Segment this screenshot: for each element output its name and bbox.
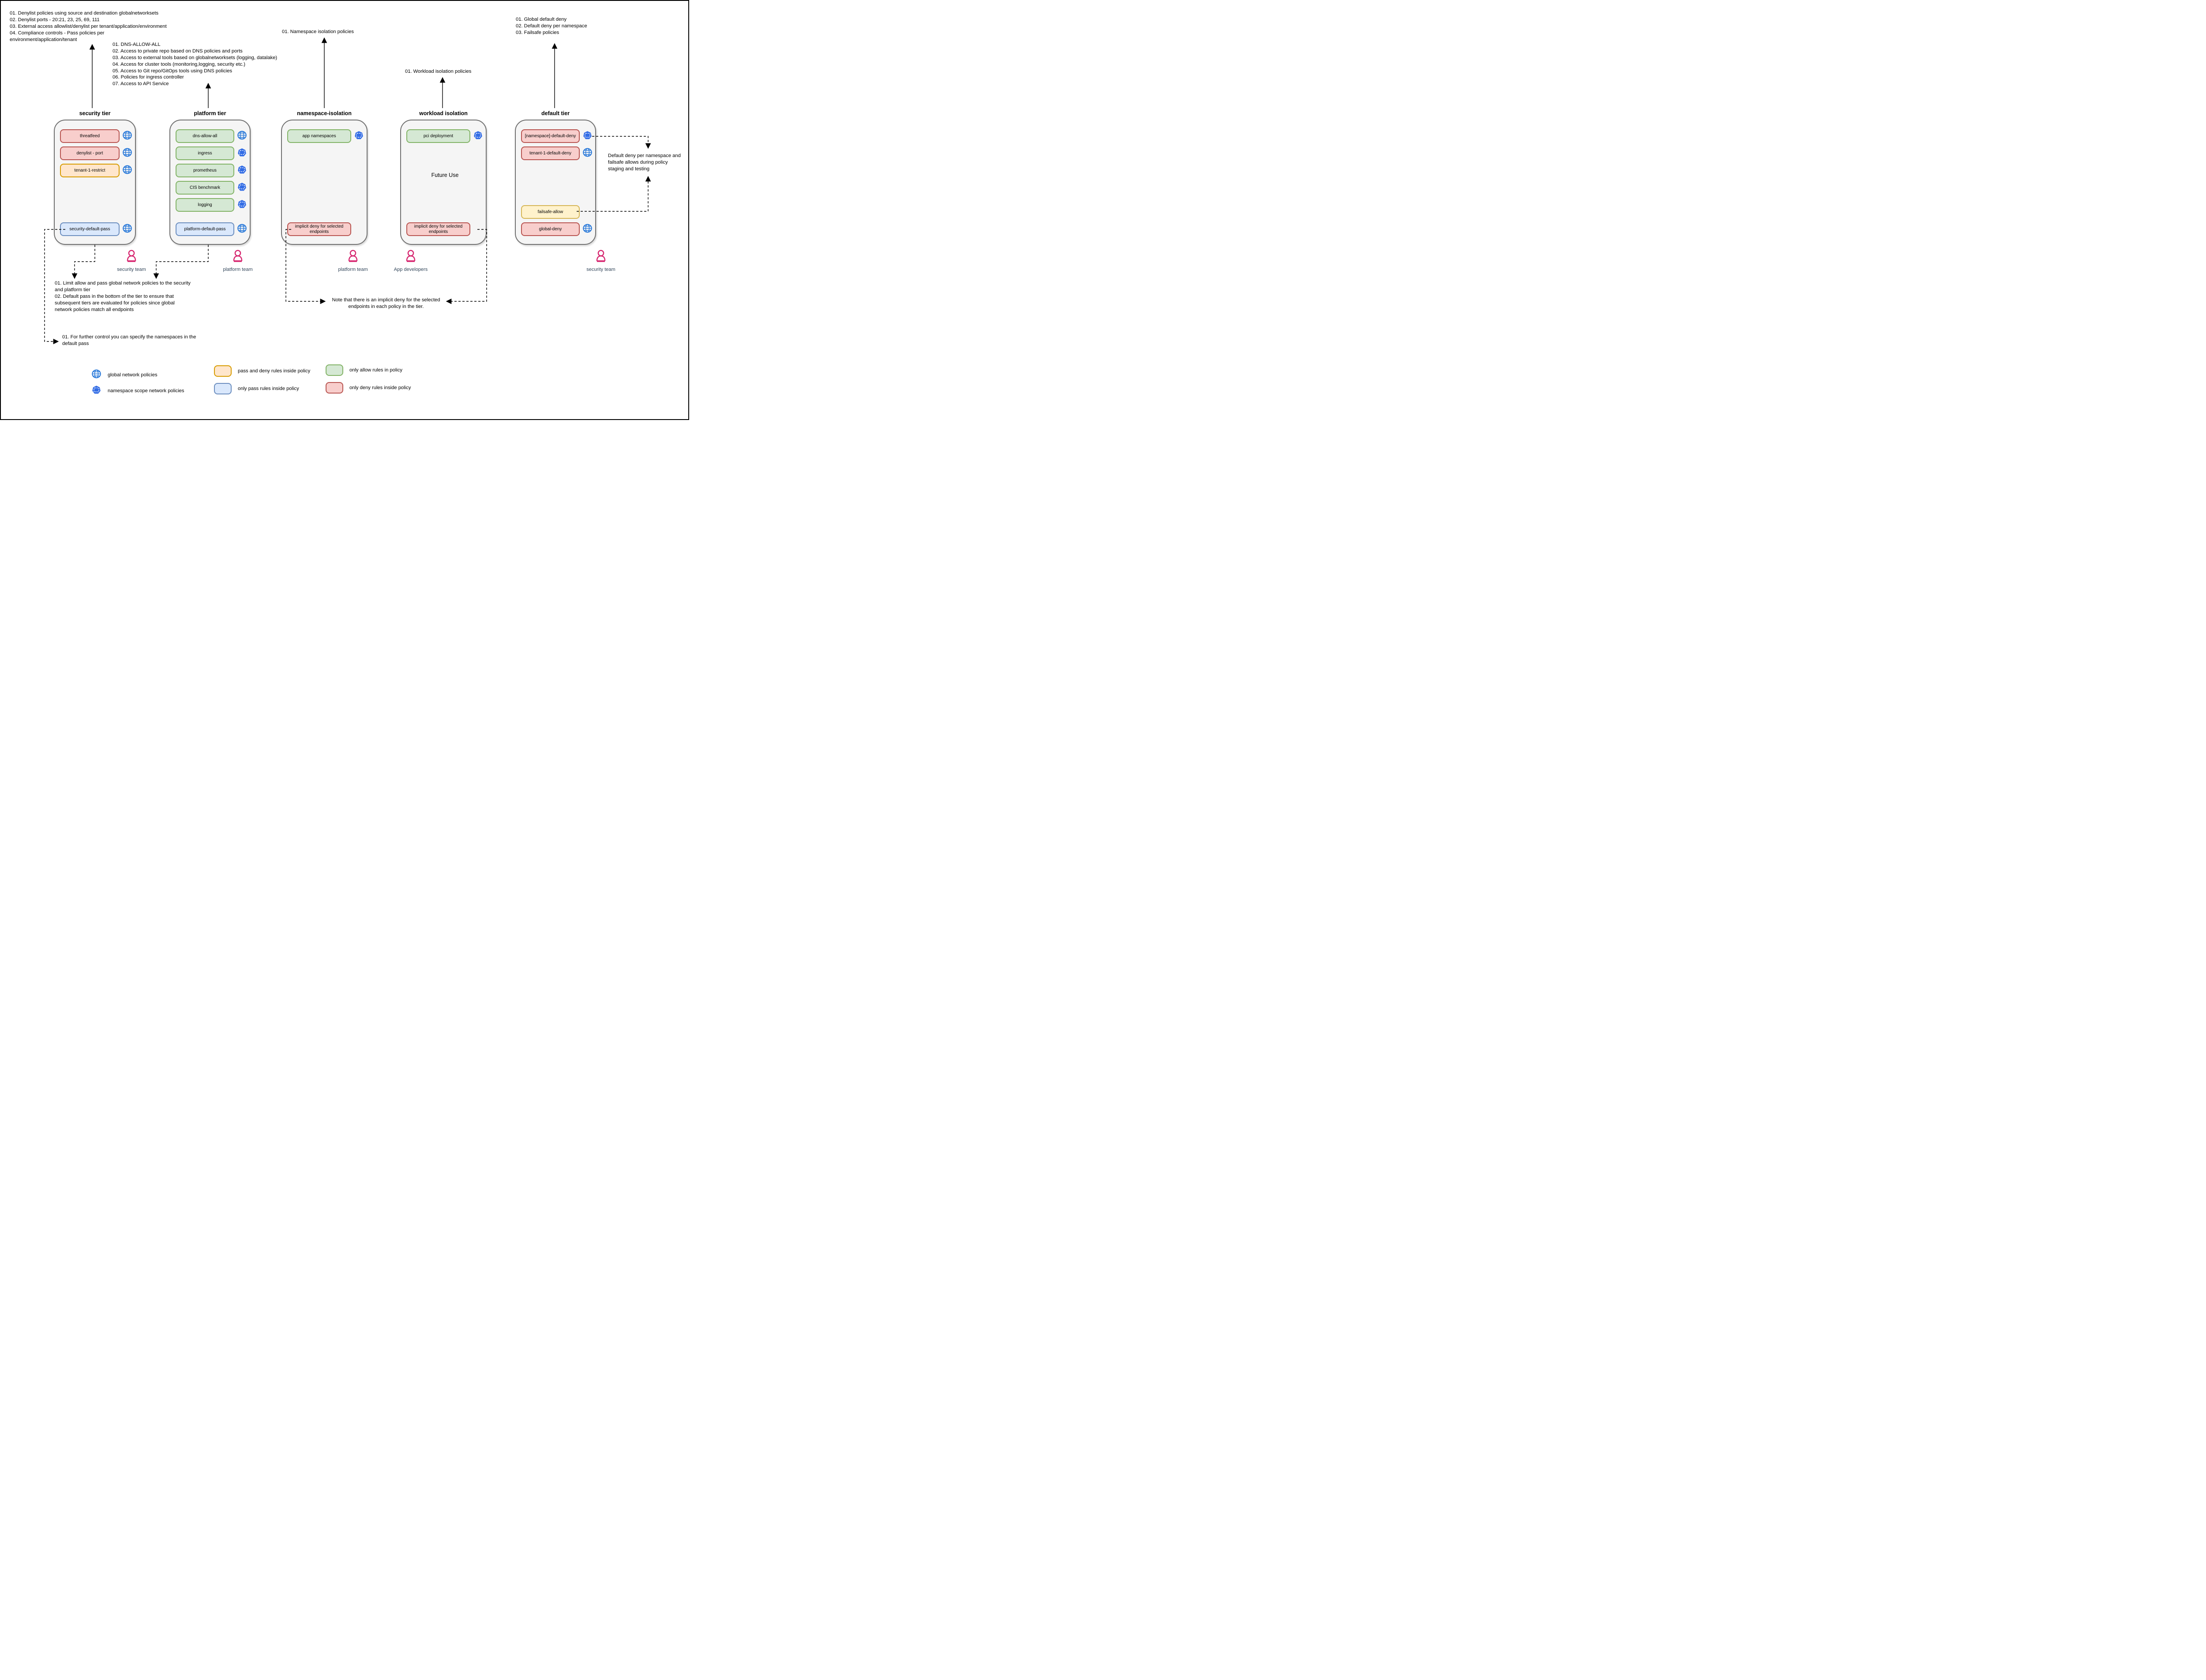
legend-global-network-policies: global network policies <box>91 369 158 381</box>
staging-testing-note: Default deny per namespace and failsafe … <box>608 153 681 172</box>
legend-only-deny-rules: only deny rules inside policy <box>326 382 411 394</box>
platform-tier-note: 01. DNS-ALLOW-ALL 02. Access to private … <box>113 42 278 87</box>
legend-pass-and-deny-rules: pass and deny rules inside policy <box>214 365 310 377</box>
legend-label: pass and deny rules inside policy <box>238 368 311 374</box>
legend-label: only allow rules in policy <box>349 368 403 373</box>
namespace-icon <box>354 130 364 142</box>
policy-tenant-1-default-deny: tenant-1-default-deny <box>521 146 580 160</box>
policy-denylist-port: denylist - port <box>60 146 120 160</box>
team-security-tier: security team <box>105 249 158 272</box>
connector-platform-tier-to-limit-note <box>153 245 209 279</box>
globe-icon <box>237 223 247 236</box>
policy-implicit-deny-for-selected-endpoints: implicit deny for selected endpoints <box>406 222 470 236</box>
policy-dns-allow-all: dns-allow-all <box>176 129 234 143</box>
connector-namespace-default-deny-to-staging-note <box>592 136 651 149</box>
tier-title-default: default tier <box>541 110 570 116</box>
implicit-deny-note: Note that there is an implicit deny for … <box>332 297 440 309</box>
team-label: platform team <box>338 267 368 272</box>
globe-icon <box>237 130 247 142</box>
policy-pci-deployment: pci deployment <box>406 129 470 143</box>
policy-logging: logging <box>176 198 234 212</box>
policy-failsafe-allow: failsafe-allow <box>521 205 580 219</box>
policy-tenant-1-restrict: tenant-1-restrict <box>60 164 120 177</box>
legend-label: namespace scope network policies <box>108 388 184 394</box>
further-control-note: 01. For further control you can specify … <box>62 334 196 346</box>
workload-tier-note: 01. Workload isolation policies <box>405 69 472 74</box>
default-tier-note: 01. Global default deny 02. Default deny… <box>516 17 587 35</box>
team-label: platform team <box>223 267 253 272</box>
team-label: security team <box>586 267 615 272</box>
team-label: security team <box>117 267 146 272</box>
tier-security: security tier threatfeed denylist - port t… <box>54 110 136 245</box>
blue-swatch <box>214 383 232 394</box>
tier-title-platform: platform tier <box>194 110 226 116</box>
tier-title-security: security tier <box>79 110 111 116</box>
legend-label: global network policies <box>108 372 158 378</box>
policy-platform-default-pass: platform-default-pass <box>176 222 234 236</box>
globe-icon <box>122 165 132 177</box>
person-icon <box>593 250 608 266</box>
globe-icon <box>122 130 132 142</box>
namespace-icon <box>237 147 247 160</box>
tier-title-namespace-isolation: namespace-isolation <box>297 110 352 116</box>
policy-prometheus: prometheus <box>176 164 234 177</box>
globe-icon <box>582 147 593 160</box>
namespace-icon <box>237 165 247 177</box>
policy-global-deny: global-deny <box>521 222 580 236</box>
tier-namespace-isolation: namespace-isolation app namespaces implic… <box>281 110 368 245</box>
legend-only-allow-rules: only allow rules in policy <box>326 364 402 376</box>
namespace-icon <box>582 130 593 142</box>
legend-only-pass-rules: only pass rules inside policy <box>214 383 299 394</box>
policy-threatfeed: threatfeed <box>60 129 120 143</box>
person-icon <box>345 250 360 266</box>
legend-label: only deny rules inside policy <box>349 385 411 390</box>
orange-swatch <box>214 365 232 377</box>
team-platform-tier: platform team <box>211 249 264 272</box>
policy-app-namespaces: app namespaces <box>287 129 351 143</box>
team-default-tier: security team <box>574 249 627 272</box>
red-swatch <box>326 382 343 394</box>
namespace-icon <box>473 130 483 142</box>
team-workload-isolation-tier: App developers <box>384 249 437 272</box>
globe-icon <box>122 223 132 236</box>
policy-ingress: ingress <box>176 146 234 160</box>
globe-icon <box>582 223 593 236</box>
team-namespace-isolation-tier: platform team <box>326 249 379 272</box>
tier-title-workload-isolation: workload isolation <box>419 110 468 116</box>
person-icon <box>230 250 245 266</box>
connector-security-tier-to-limit-note <box>71 245 95 279</box>
namespace-icon <box>237 199 247 211</box>
policy-cis-benchmark: CIS benchmark <box>176 181 234 195</box>
policy-implicit-deny-for-selected-endpoints: implicit deny for selected endpoints <box>287 222 351 236</box>
limit-pass-note: 01. Limit allow and pass global network … <box>55 281 191 312</box>
globe-icon <box>91 369 101 381</box>
tier-default: default tier [namespace]-default-deny ten… <box>515 110 596 245</box>
security-tier-note: 01. Denylist policies using source and d… <box>10 11 167 42</box>
green-swatch <box>326 364 343 376</box>
namespace-icon <box>91 385 101 397</box>
team-label: App developers <box>394 267 428 272</box>
policy-security-default-pass: security-default-pass <box>60 222 120 236</box>
future-use-label: Future Use <box>431 172 459 178</box>
globe-icon <box>122 147 132 160</box>
legend-namespace-scope-policies: namespace scope network policies <box>91 385 184 397</box>
tier-platform: platform tier dns-allow-all ingress promet… <box>169 110 251 245</box>
person-icon <box>403 250 418 266</box>
tiered-network-policy-diagram: 01. Denylist policies using source and d… <box>0 0 689 420</box>
policy-namespace-default-deny: [namespace]-default-deny <box>521 129 580 143</box>
namespace-tier-note: 01. Namespace isolation policies <box>282 29 354 34</box>
namespace-icon <box>237 182 247 194</box>
legend-label: only pass rules inside policy <box>238 386 299 391</box>
person-icon <box>124 250 139 266</box>
